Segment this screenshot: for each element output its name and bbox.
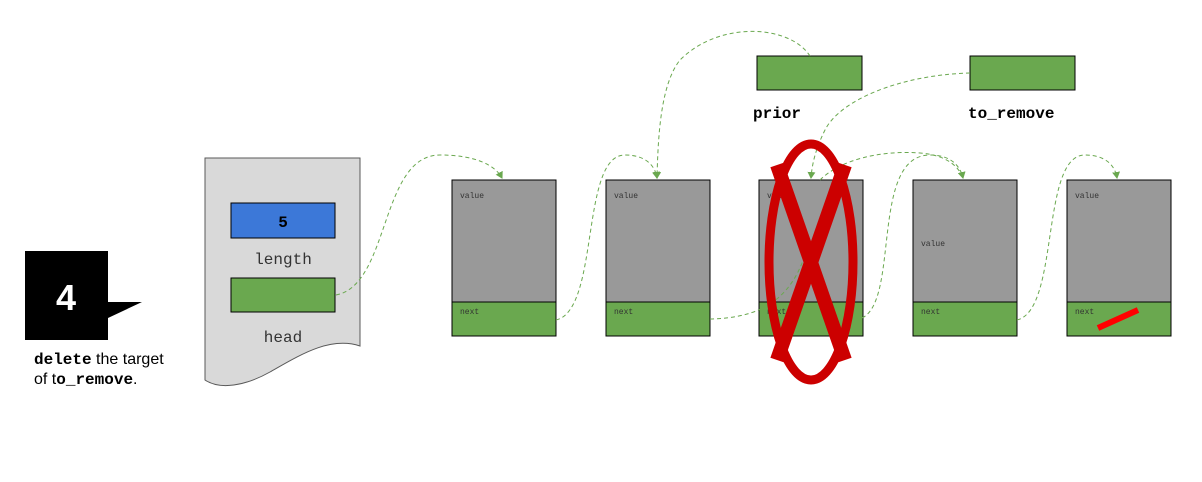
to-remove-box [969, 55, 1076, 91]
caption-keyword: delete [34, 351, 92, 369]
prior-to-node2-arrow [653, 31, 811, 179]
caption-text-2: of t [34, 371, 57, 388]
node-next-cell [605, 301, 711, 337]
null-pointer-mark [1096, 307, 1140, 331]
caption-end: . [133, 371, 138, 388]
node-value-cell [1066, 179, 1172, 303]
head-box [230, 277, 336, 313]
node-value-label: value [614, 192, 638, 201]
node-5: value next [1066, 179, 1172, 337]
head-label: head [264, 329, 302, 347]
node-value-cell [605, 179, 711, 303]
node-4: value next [912, 179, 1018, 337]
step-badge: 4 [25, 251, 142, 340]
step-badge-shape [25, 251, 142, 340]
prior-box [756, 55, 863, 91]
node1-to-node2-arrow [555, 154, 661, 321]
length-label: length [254, 251, 312, 269]
to-remove-to-node3-arrow [807, 72, 971, 179]
prior-label: prior [753, 105, 801, 123]
head-to-node1-arrow [335, 154, 503, 296]
node-next-label: next [1075, 308, 1094, 317]
to-remove-label: to_remove [968, 105, 1054, 123]
list-object: 5 length head [204, 157, 361, 386]
delete-cross-line-2 [770, 162, 852, 363]
to-remove-pointer: to_remove [968, 55, 1076, 123]
node-value-cell [451, 179, 557, 303]
delete-circle [764, 139, 858, 385]
step-caption: delete the target of to_remove. [34, 350, 214, 390]
node-next-cell [451, 301, 557, 337]
length-value: 5 [278, 214, 288, 232]
list-panel [204, 157, 361, 386]
node-1: value next [451, 179, 557, 337]
node3-to-node4-arrow [861, 154, 966, 319]
node-value-label: value [1075, 192, 1099, 201]
step-number: 4 [56, 277, 76, 318]
node-next-label: next [921, 308, 940, 317]
caption-code: o_remove [56, 371, 134, 389]
prior-pointer: prior [753, 55, 863, 123]
node-next-cell [912, 301, 1018, 337]
node-value-label: value [921, 240, 945, 249]
node-next-label: next [614, 308, 633, 317]
length-box [230, 202, 336, 239]
node-next-label: next [460, 308, 479, 317]
pointer-arrows [335, 31, 1121, 321]
node-2: value next [605, 179, 711, 337]
delete-mark [764, 139, 858, 385]
caption-text: the target [91, 351, 164, 368]
node-value-label: value [460, 192, 484, 201]
node-value-cell [912, 179, 1018, 303]
node4-to-node5-arrow [1016, 154, 1121, 321]
